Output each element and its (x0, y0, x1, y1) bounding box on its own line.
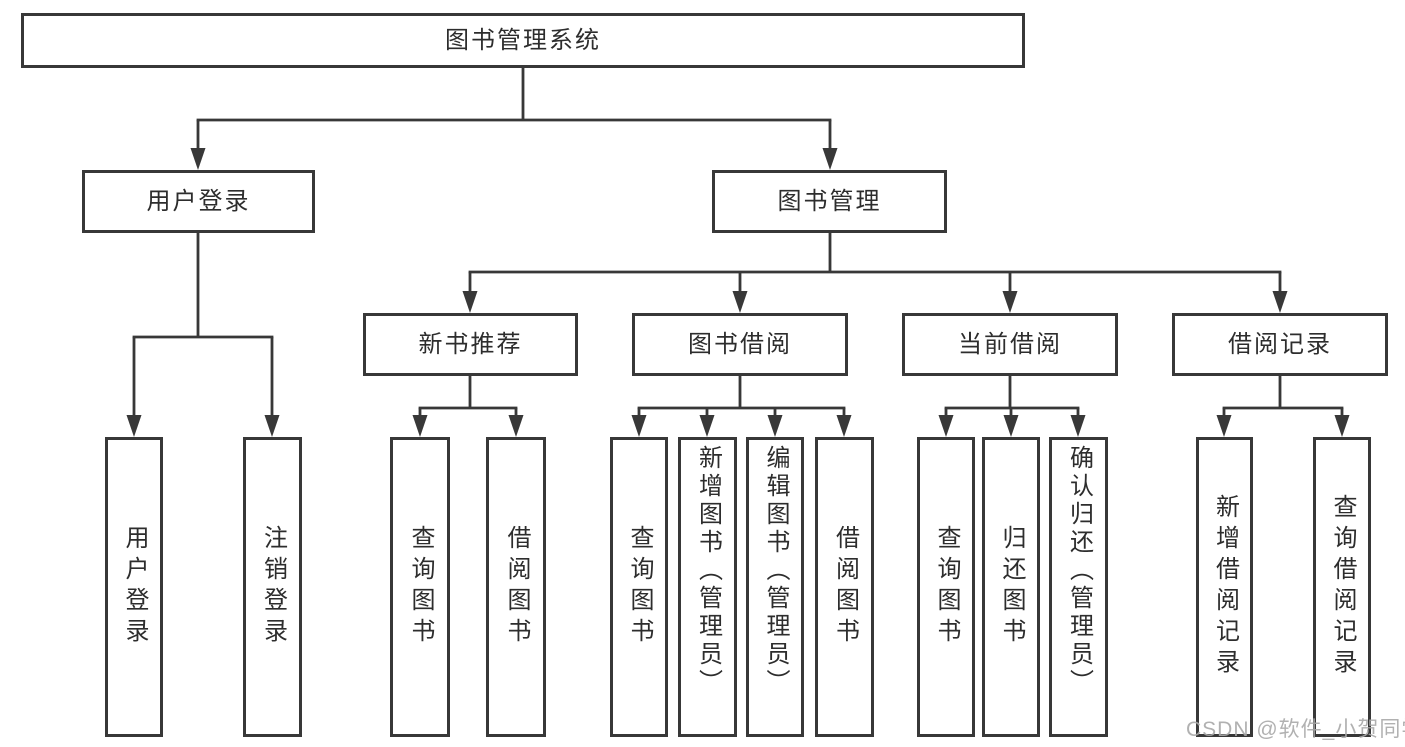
leaf-logout: 注销登录 (243, 437, 302, 737)
watermark-text: CSDN @软件_小贺同学 (1186, 718, 1405, 741)
leaf-cb-confirm-return-label: 确认归还（管理员） (1065, 445, 1093, 697)
node-user-login-label: 用户登录 (146, 187, 251, 215)
leaf-bb-add-book-label: 新增图书（管理员） (694, 445, 722, 697)
node-borrowing-records-label: 借阅记录 (1228, 330, 1332, 358)
node-user-login: 用户登录 (82, 170, 315, 233)
leaf-bb-borrow-book: 借阅图书 (815, 437, 874, 737)
node-current-borrowing-label: 当前借阅 (958, 330, 1062, 358)
node-new-book-recommend-label: 新书推荐 (418, 330, 523, 358)
leaf-br-add-record-label: 新增借阅记录 (1211, 494, 1239, 680)
leaf-cb-return-book-label: 归还图书 (998, 525, 1025, 649)
leaf-nb-borrow-book-label: 借阅图书 (503, 525, 530, 649)
node-book-borrowing-label: 图书借阅 (688, 330, 792, 358)
node-root: 图书管理系统 (21, 13, 1025, 68)
node-book-management: 图书管理 (712, 170, 947, 233)
leaf-cb-return-book: 归还图书 (982, 437, 1040, 737)
leaf-user-login: 用户登录 (105, 437, 163, 737)
node-current-borrowing: 当前借阅 (902, 313, 1118, 376)
leaf-br-add-record: 新增借阅记录 (1196, 437, 1253, 737)
leaf-cb-confirm-return: 确认归还（管理员） (1049, 437, 1108, 737)
leaf-br-query-record-label: 查询借阅记录 (1329, 494, 1356, 680)
leaf-bb-query-book-label: 查询图书 (626, 525, 653, 649)
leaf-cb-query-book-label: 查询图书 (933, 525, 960, 649)
leaf-nb-query-book: 查询图书 (390, 437, 450, 737)
leaf-bb-query-book: 查询图书 (610, 437, 668, 737)
node-root-label: 图书管理系统 (445, 26, 601, 54)
node-book-borrowing: 图书借阅 (632, 313, 848, 376)
leaf-nb-borrow-book: 借阅图书 (486, 437, 546, 737)
node-book-management-label: 图书管理 (777, 187, 882, 215)
leaf-bb-borrow-book-label: 借阅图书 (831, 525, 859, 649)
node-new-book-recommend: 新书推荐 (363, 313, 578, 376)
leaf-br-query-record: 查询借阅记录 (1313, 437, 1371, 737)
leaf-user-login-label: 用户登录 (121, 525, 148, 649)
leaf-cb-query-book: 查询图书 (917, 437, 975, 737)
node-borrowing-records: 借阅记录 (1172, 313, 1388, 376)
leaf-bb-edit-book: 编辑图书（管理员） (746, 437, 804, 737)
leaf-nb-query-book-label: 查询图书 (407, 525, 434, 649)
leaf-bb-edit-book-label: 编辑图书（管理员） (762, 445, 789, 697)
leaf-bb-add-book: 新增图书（管理员） (678, 437, 737, 737)
leaf-logout-label: 注销登录 (259, 525, 287, 649)
